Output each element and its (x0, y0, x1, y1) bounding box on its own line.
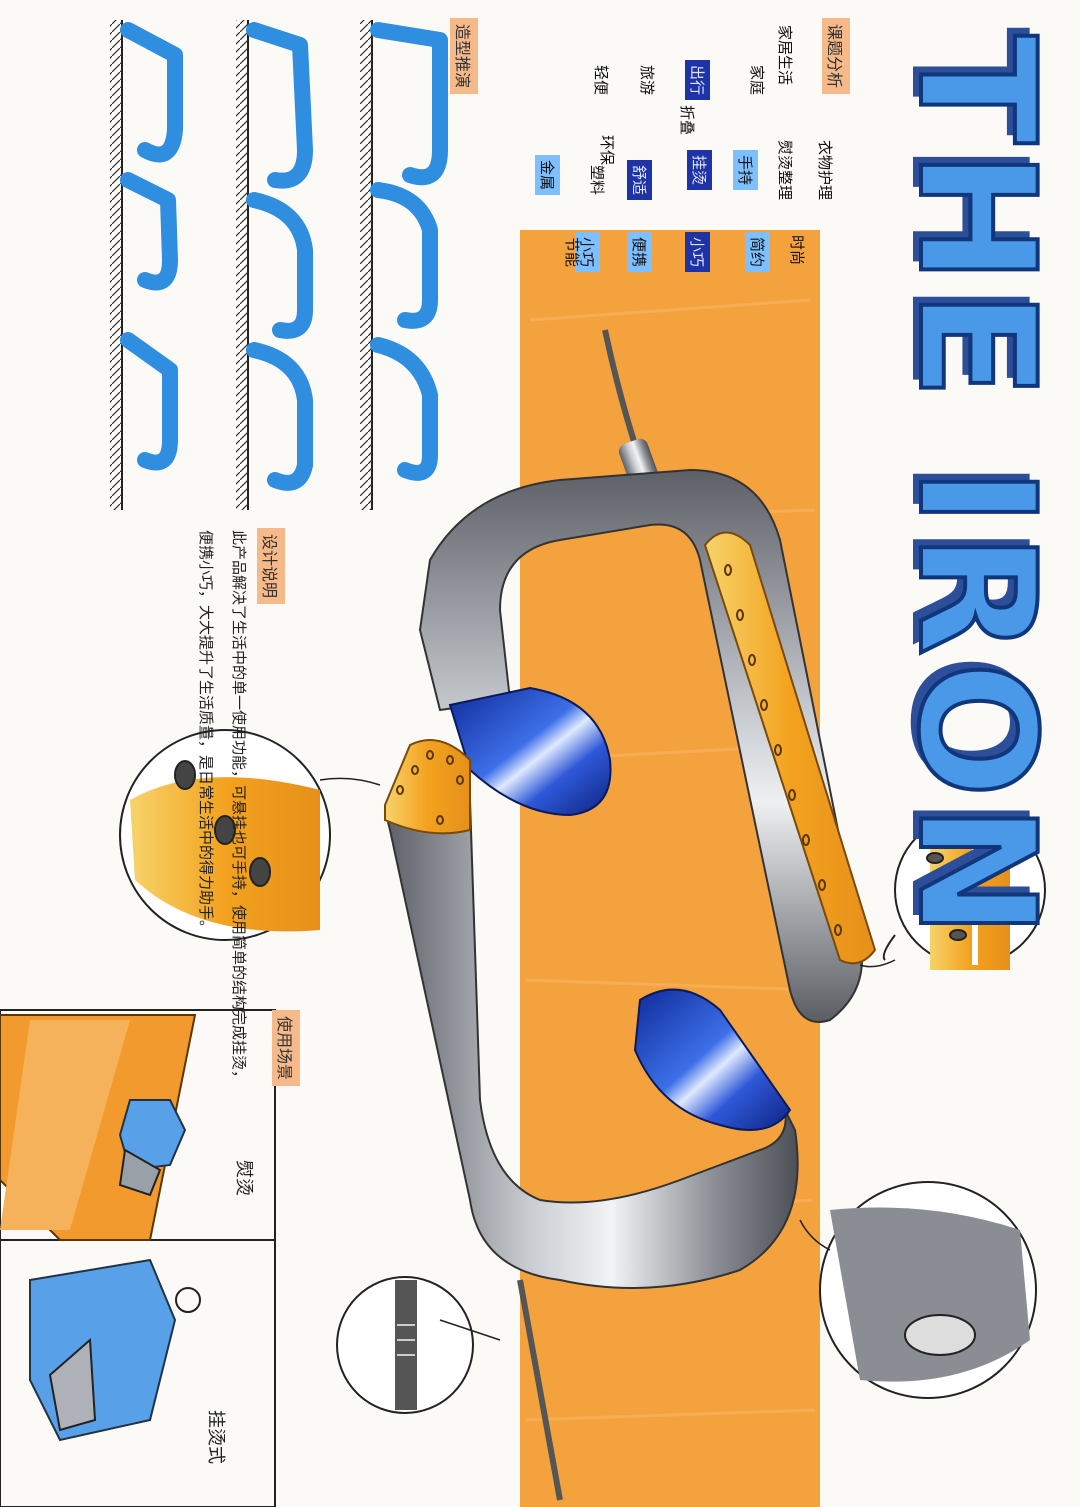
hook-icon (370, 22, 448, 186)
mindmap-node: 出行 (685, 60, 710, 101)
mindmap-node: 金属 (535, 155, 560, 196)
design-description: 此产品解决了生活中的单一使用功能，可悬挂也可手持，使用简单的结构完成挂烫，便携小… (197, 530, 248, 1086)
page-title: THE IRON (881, 33, 1072, 946)
scene-label-hanging: 挂烫式 (205, 1410, 226, 1464)
iron-icon (383, 329, 877, 1501)
scene-label-ironing: 熨烫 (233, 1160, 254, 1196)
mindmap-node: 手持 (733, 150, 758, 191)
mindmap-node: 衣物护理 (816, 140, 834, 201)
section-scene: 使用场景 (272, 1010, 300, 1087)
mindmap-node: 时尚 (788, 235, 806, 266)
detail-circles (119, 729, 1046, 1414)
mindmap-node: 舒适 (627, 160, 652, 201)
mindmap-node: 便携 (627, 232, 652, 273)
mindmap-node: 轻便 (592, 65, 610, 96)
usage-scenes (0, 1009, 276, 1507)
mindmap-node: 简约 (745, 232, 770, 273)
mindmap-node: 家庭 (748, 65, 766, 96)
mindmap-node: 熨烫整理 (776, 140, 794, 201)
section-research: 课题分析 (822, 18, 850, 95)
mindmap-node: 环保 (598, 135, 616, 166)
section-form: 造型推演 (450, 18, 478, 95)
hook-studies (110, 20, 448, 510)
mindmap-node: 家居生活 (776, 25, 794, 86)
section-design: 设计说明 (257, 528, 285, 605)
mindmap-node: 旅游 (638, 65, 656, 96)
mindmap-node: 挂烫 (687, 150, 712, 191)
hanger-icon (175, 1287, 201, 1313)
mindmap-node: 折叠 (678, 105, 696, 136)
mindmap-node: 节能 (563, 237, 581, 268)
shirt-icon (118, 1099, 187, 1172)
mindmap-node: 小巧 (685, 232, 710, 273)
